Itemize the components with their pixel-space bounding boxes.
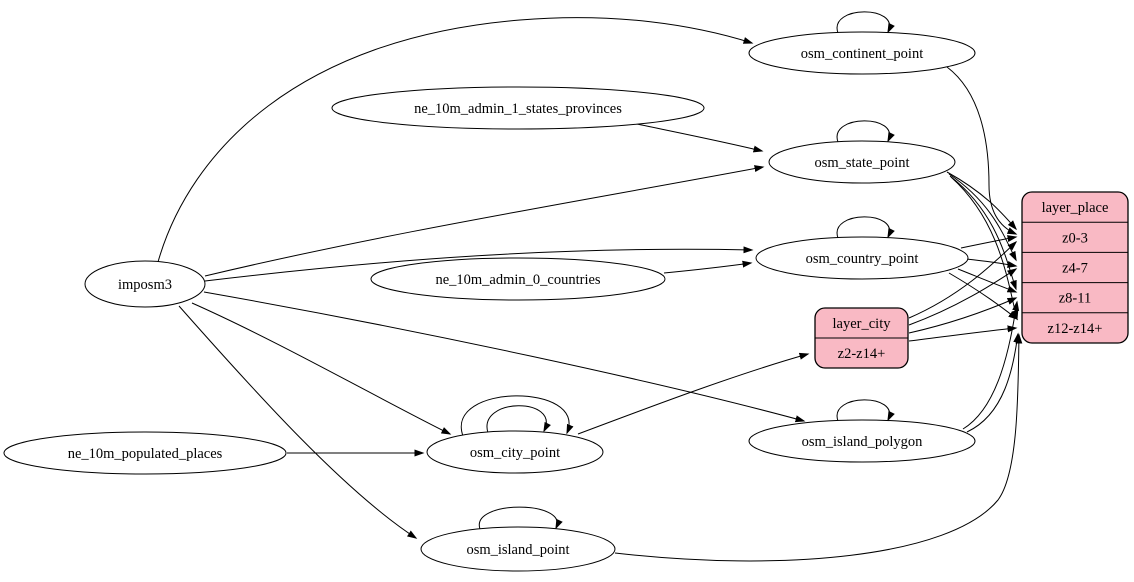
edge-osm_state_point-to-layer_place-z0-3 — [946, 171, 1017, 231]
table-ellipse-ne_10m_admin_1_states_provinces — [331, 86, 705, 130]
edge-ne_10m_admin_0_countries-to-osm_country_point — [663, 260, 753, 274]
edge-osm_city_point-to-osm_city_point-inner — [486, 405, 551, 434]
record-box-layer_place — [1021, 191, 1129, 344]
node-layer_place: layer_place z0-3 z4-7 z8-11 z12-z14+ — [1021, 191, 1129, 344]
record-row-layer_place-z12-z14+: z12-z14+ — [1048, 321, 1103, 337]
edge-osm_continent_point-to-layer_place-z0-3 — [946, 66, 1018, 235]
node-ne_10m_admin_1_states_provinces: ne_10m_admin_1_states_provinces — [331, 86, 705, 130]
table-ellipse-osm_island_polygon — [748, 419, 976, 463]
edge-osm_state_point-to-osm_state_point — [836, 120, 895, 143]
node-layer_city: layer_city z2-z14+ — [814, 307, 909, 369]
edge-imposm3-to-osm_island_polygon — [203, 291, 806, 423]
node-label-ne_10m_admin_0_countries: ne_10m_admin_0_countries — [435, 272, 600, 288]
node-label-osm_island_polygon: osm_island_polygon — [802, 434, 924, 450]
record-row-layer_city-layer_city: layer_city — [833, 316, 892, 332]
edge-imposm3-to-osm_country_point — [204, 246, 754, 282]
edge-osm_country_point-to-layer_place-z4-7 — [965, 258, 1018, 268]
node-ne_10m_populated_places: ne_10m_populated_places — [3, 431, 287, 475]
edge-imposm3-to-osm_city_point — [191, 302, 452, 435]
edge-imposm3-to-osm_island_point — [178, 305, 418, 539]
node-osm_state_point: osm_state_point — [768, 140, 956, 184]
node-label-osm_state_point: osm_state_point — [814, 155, 909, 171]
edge-layer_city-to-layer_place-z4-7 — [908, 268, 1018, 326]
record-row-layer_city-z2-z14+: z2-z14+ — [838, 346, 886, 362]
node-ne_10m_admin_0_countries: ne_10m_admin_0_countries — [370, 257, 666, 301]
edge-osm_island_point-to-layer_place-z12-z14+ — [614, 333, 1023, 562]
edge-osm_state_point-to-layer_place-z12-z14+ — [950, 176, 1019, 321]
edge-layer_city-to-layer_place-z8-11 — [908, 297, 1018, 334]
table-ellipse-imposm3 — [84, 260, 206, 308]
edge-osm_city_point-to-osm_city_point-outer — [460, 395, 574, 437]
node-osm_island_polygon: osm_island_polygon — [748, 419, 976, 463]
edge-osm_country_point-to-layer_place-z8-11 — [957, 268, 1018, 293]
node-osm_island_point: osm_island_point — [420, 526, 616, 572]
edge-osm_country_point-to-layer_place-z12-z14+ — [948, 272, 1019, 320]
node-osm_country_point: osm_country_point — [755, 236, 969, 280]
node-label-ne_10m_populated_places: ne_10m_populated_places — [68, 446, 223, 462]
edge-osm_country_point-to-osm_country_point — [836, 216, 895, 239]
edge-osm_state_point-to-layer_place-z8-11 — [949, 175, 1017, 291]
edge-layer_city-to-layer_place-z12-z14+ — [908, 325, 1018, 342]
edge-osm_island_point-to-osm_island_point — [479, 506, 563, 530]
record-row-layer_place-z8-11: z8-11 — [1059, 291, 1091, 307]
record-row-layer_place-layer_place: layer_place — [1042, 200, 1109, 216]
edge-osm_state_point-to-layer_place-z4-7 — [948, 173, 1017, 262]
node-label-imposm3: imposm3 — [118, 277, 172, 293]
edge-osm_continent_point-to-osm_continent_point — [836, 11, 895, 34]
node-imposm3: imposm3 — [84, 260, 206, 308]
edge-ne_10m_admin_1_states_provinces-to-osm_state_point — [636, 123, 764, 153]
table-ellipse-ne_10m_populated_places — [3, 431, 287, 475]
table-ellipse-osm_continent_point — [748, 31, 976, 75]
record-row-layer_place-z4-7: z4-7 — [1062, 261, 1088, 277]
edge-osm_country_point-to-layer_place-z0-3 — [960, 235, 1018, 249]
table-ellipse-osm_country_point — [755, 236, 969, 280]
record-row-layer_place-z0-3: z0-3 — [1062, 230, 1088, 246]
table-ellipse-ne_10m_admin_0_countries — [370, 257, 666, 301]
node-osm_continent_point: osm_continent_point — [748, 31, 976, 75]
edge-imposm3-to-osm_state_point — [204, 165, 765, 277]
edge-osm_city_point-to-layer_city-z2-z14+ — [577, 352, 810, 435]
node-label-osm_continent_point: osm_continent_point — [801, 46, 923, 62]
node-label-osm_city_point: osm_city_point — [470, 445, 560, 461]
edge-osm_island_polygon-to-layer_place-z8-11 — [962, 300, 1020, 430]
edge-imposm3-to-osm_continent_point — [157, 17, 754, 263]
node-label-osm_country_point: osm_country_point — [806, 251, 919, 267]
edge-layer_city-to-layer_place-z0-3 — [908, 240, 1018, 319]
nodes-layer: imposm3 ne_10m_admin_1_states_provincesne… — [3, 31, 1129, 572]
table-ellipse-osm_island_point — [420, 526, 616, 572]
edge-osm_island_polygon-to-layer_place-z12-z14+ — [966, 332, 1021, 433]
node-osm_city_point: osm_city_point — [426, 430, 604, 474]
node-label-ne_10m_admin_1_states_provinces: ne_10m_admin_1_states_provinces — [414, 101, 622, 117]
node-label-osm_island_point: osm_island_point — [466, 542, 569, 558]
edge-osm_island_polygon-to-osm_island_polygon — [836, 399, 895, 422]
edges-layer — [157, 11, 1023, 562]
table-ellipse-osm_state_point — [768, 140, 956, 184]
table-ellipse-osm_city_point — [426, 430, 604, 474]
